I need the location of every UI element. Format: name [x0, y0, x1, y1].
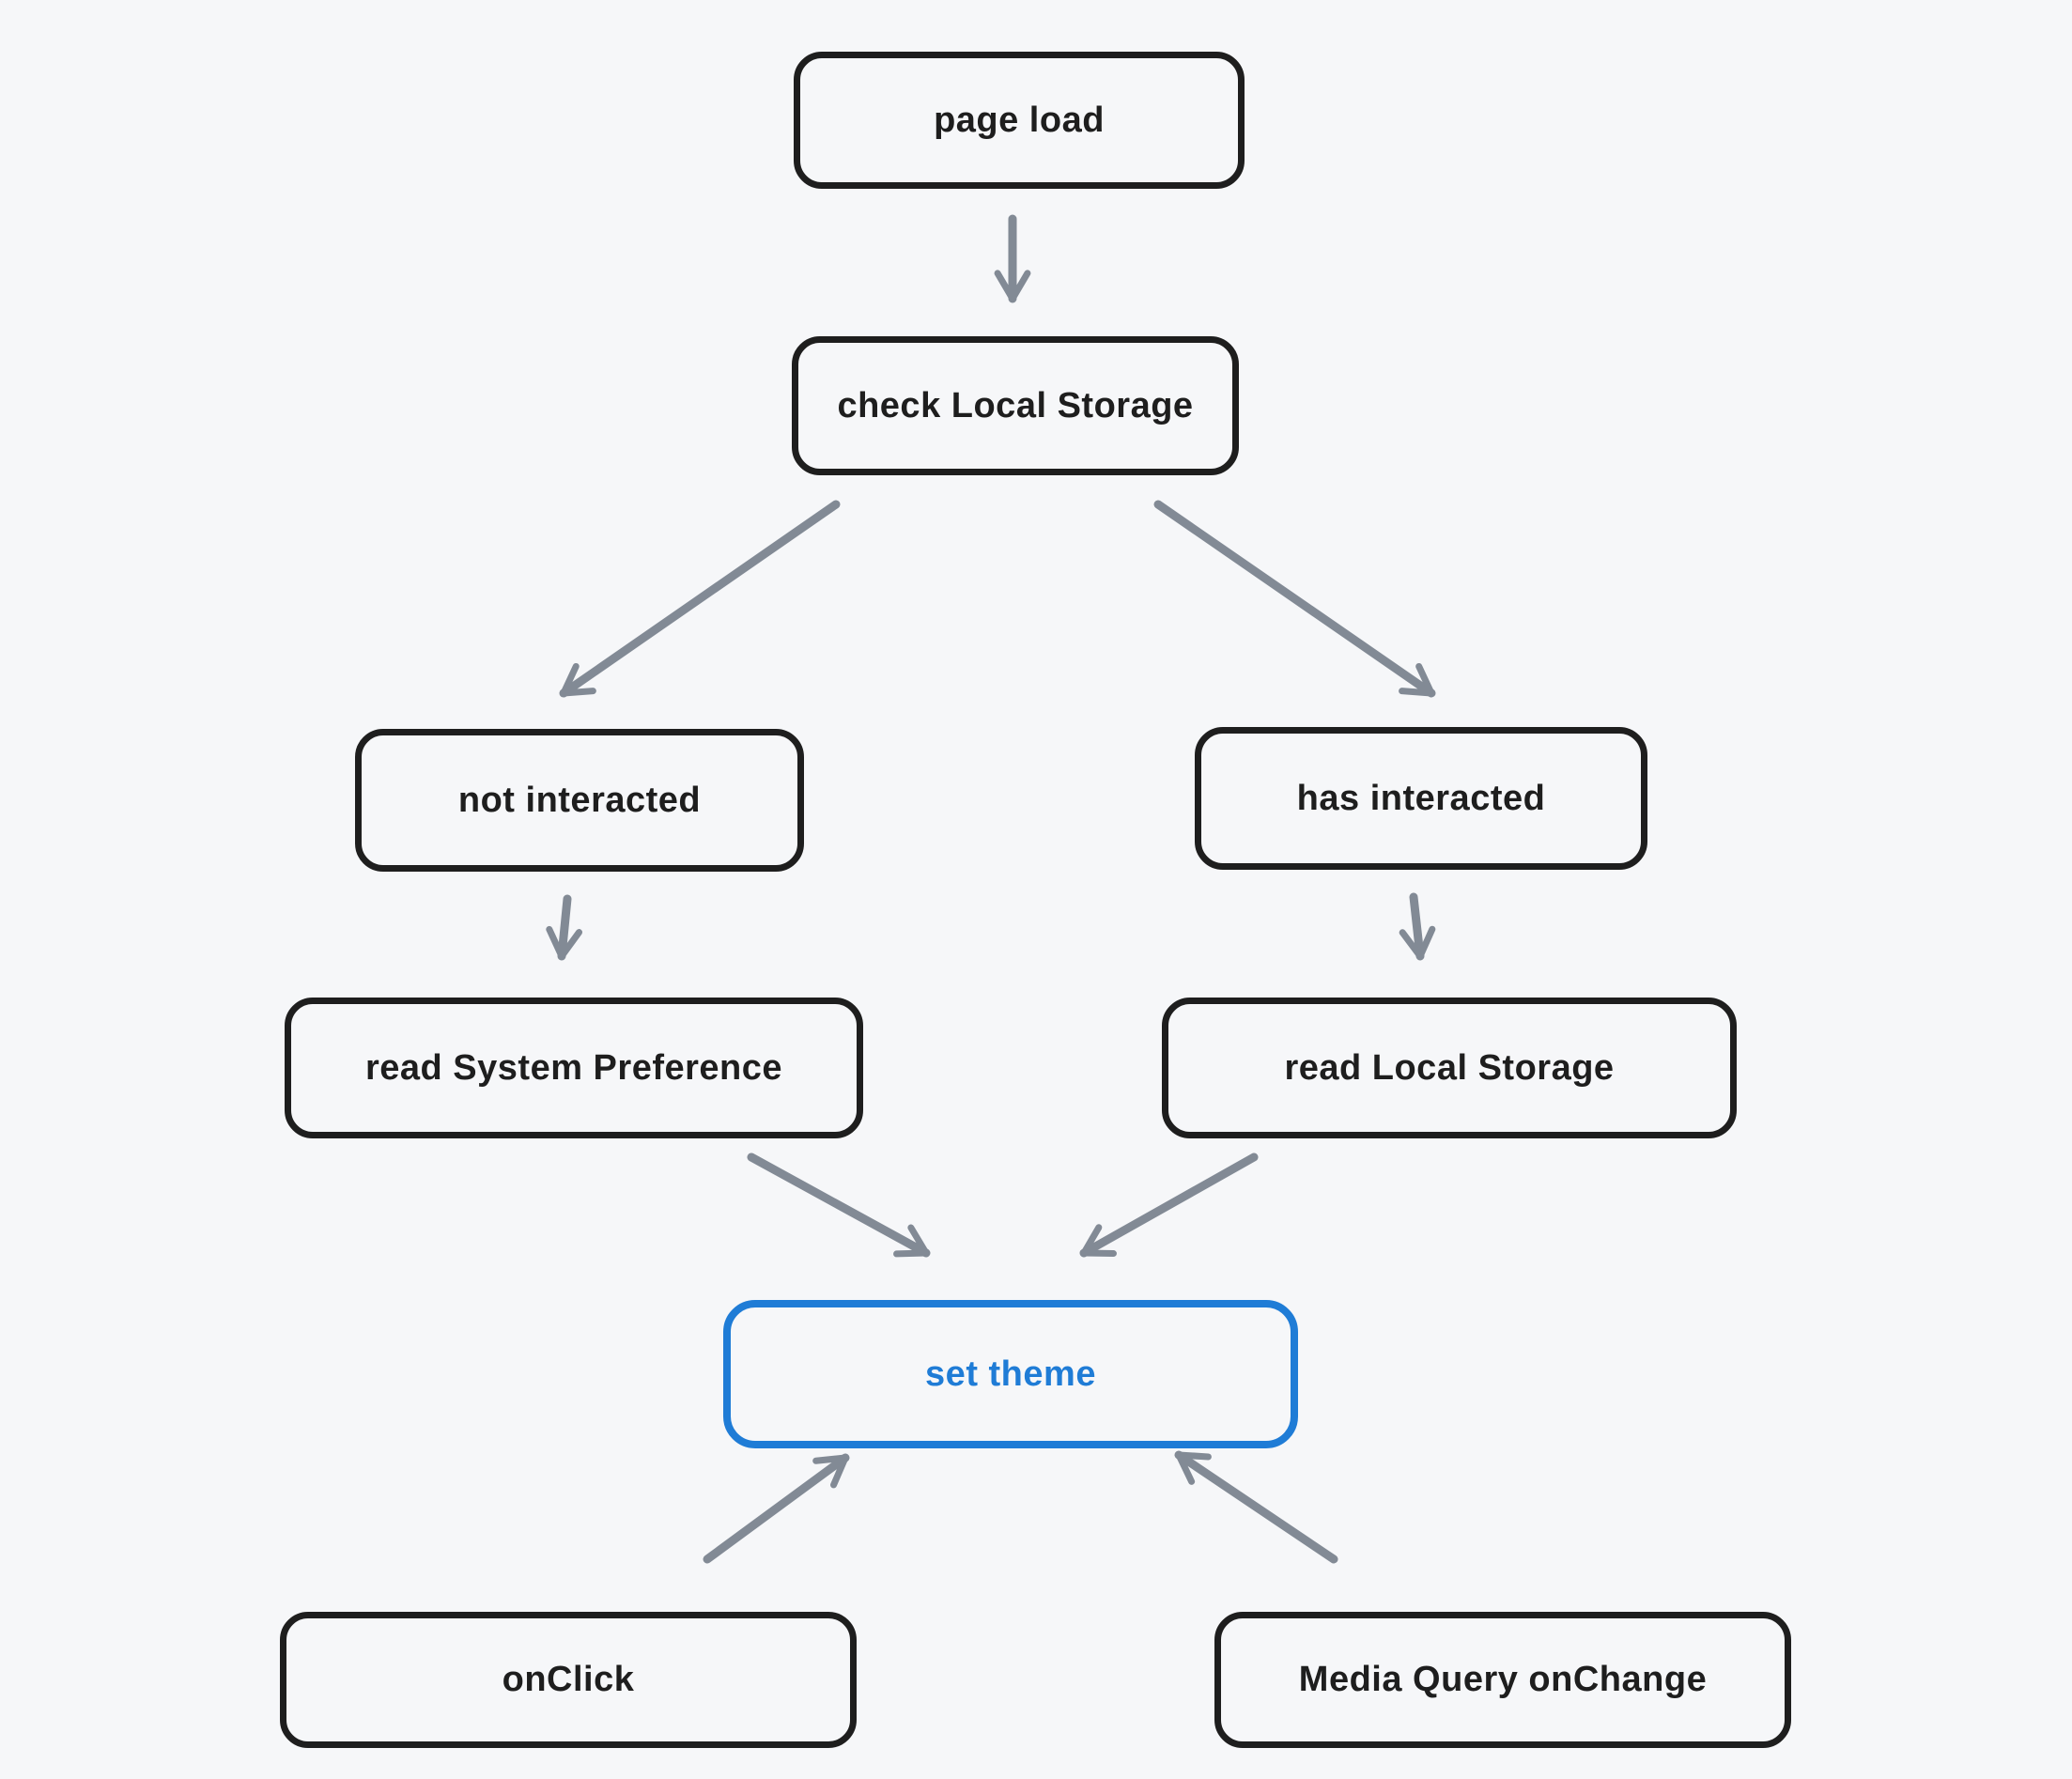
node-page-load-label: page load	[934, 100, 1105, 140]
node-media-query-onchange: Media Query onChange	[1214, 1612, 1791, 1748]
arrow-hasinteracted-to-readlocalstorage	[1399, 892, 1436, 961]
node-onclick-label: onClick	[502, 1660, 635, 1699]
node-has-interacted-label: has interacted	[1296, 778, 1546, 818]
node-read-local-storage-label: read Local Storage	[1284, 1047, 1615, 1088]
arrow-readlocalstorage-to-settheme	[1079, 1152, 1259, 1258]
node-not-interacted: not interacted	[355, 729, 804, 872]
node-media-query-onchange-label: Media Query onChange	[1298, 1660, 1708, 1699]
arrow-checklocalstorage-to-hasinteracted	[1153, 500, 1436, 698]
node-onclick: onClick	[280, 1612, 857, 1748]
arrow-notinteracted-to-readsystempreference	[546, 894, 583, 961]
arrow-onclick-to-settheme	[703, 1453, 850, 1564]
arrow-readsystempreference-to-settheme	[747, 1152, 931, 1258]
arrow-checklocalstorage-to-notinteracted	[559, 500, 841, 698]
node-read-local-storage: read Local Storage	[1162, 998, 1737, 1138]
arrow-mediaquery-to-settheme	[1174, 1450, 1338, 1564]
node-check-local-storage-label: check Local Storage	[837, 385, 1194, 425]
node-set-theme-label: set theme	[925, 1354, 1096, 1394]
node-page-load: page load	[794, 52, 1245, 189]
node-read-system-preference-label: read System Preference	[364, 1047, 783, 1088]
node-set-theme: set theme	[723, 1300, 1298, 1448]
node-check-local-storage: check Local Storage	[792, 336, 1239, 475]
node-read-system-preference: read System Preference	[285, 998, 863, 1138]
node-has-interacted: has interacted	[1195, 727, 1647, 870]
node-not-interacted-label: not interacted	[457, 780, 702, 820]
